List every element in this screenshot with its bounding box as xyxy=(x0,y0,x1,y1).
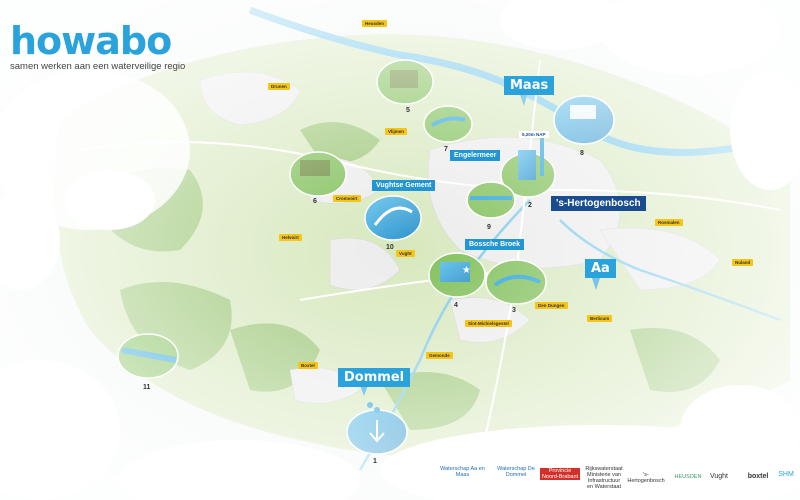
dommel-label[interactable]: Dommel xyxy=(338,368,411,387)
place-gemonde: Gemonde xyxy=(426,352,453,359)
water-level-label: 5,20m NAP xyxy=(519,131,549,138)
city-label[interactable]: 's-Hertogenbosch xyxy=(551,196,646,211)
partner-heusden: HEUSDEN xyxy=(674,474,702,480)
place-vught: Vught xyxy=(396,250,415,257)
brand: howabo samen werken aan een waterveilige… xyxy=(10,22,185,72)
place-vlijmen: Vlijmen xyxy=(385,128,408,135)
partner-rijkswaterstaat: Rijkswaterstaat Ministerie van Infrastru… xyxy=(585,466,623,490)
project-number-9: 9 xyxy=(487,224,491,231)
place-cromvoirt: Cromvoirt xyxy=(333,195,361,202)
partner-provincie: Provincie Noord-Brabant xyxy=(540,468,580,480)
place-drunen: Drunen xyxy=(268,83,290,90)
project-number-4: 4 xyxy=(454,302,458,309)
aa-label[interactable]: Aa xyxy=(585,259,616,278)
project-number-7: 7 xyxy=(444,146,448,153)
project-number-3: 3 xyxy=(512,307,516,314)
bossche-broek-label[interactable]: Bossche Broek xyxy=(465,239,524,250)
project-number-11: 11 xyxy=(143,384,151,391)
place-boxtel: Boxtel xyxy=(298,362,318,369)
vughtse-gement-label[interactable]: Vughtse Gement xyxy=(372,180,436,191)
place-heusden: Heusden xyxy=(362,20,388,27)
maas-label[interactable]: Maas xyxy=(504,76,555,95)
howabo-logo: howabo xyxy=(10,19,172,63)
partner-de-dommel: Waterschap De Dommel xyxy=(497,466,535,478)
place-berlicum: Berlicum xyxy=(587,315,613,322)
project-number-10: 10 xyxy=(386,244,394,251)
project-number-1: 1 xyxy=(373,458,377,465)
project-number-5: 5 xyxy=(406,107,410,114)
partner-aa-en-maas: Waterschap Aa en Maas xyxy=(440,466,485,478)
project-number-2: 2 xyxy=(528,202,532,209)
place-rosmalen: Rosmalen xyxy=(655,219,683,226)
partner-boxtel: boxtel xyxy=(747,473,769,480)
partner-vught: Vught xyxy=(709,473,729,480)
place-den-dungen: Den Dungen xyxy=(535,302,568,309)
tagline: samen werken aan een waterveilige regio xyxy=(10,61,186,72)
place-helvoirt: Helvoirt xyxy=(279,234,302,241)
place-nuland: Nuland xyxy=(732,259,754,266)
project-number-6: 6 xyxy=(313,198,317,205)
partner-hertogenbosch: 's-Hertogenbosch xyxy=(627,472,665,484)
project-number-8: 8 xyxy=(580,150,584,157)
engelermeer-label[interactable]: Engelermeer xyxy=(450,150,501,161)
place-sint-michielsgestel: Sint-Michielsgestel xyxy=(465,320,512,327)
partner-shm: SHM xyxy=(778,471,794,478)
